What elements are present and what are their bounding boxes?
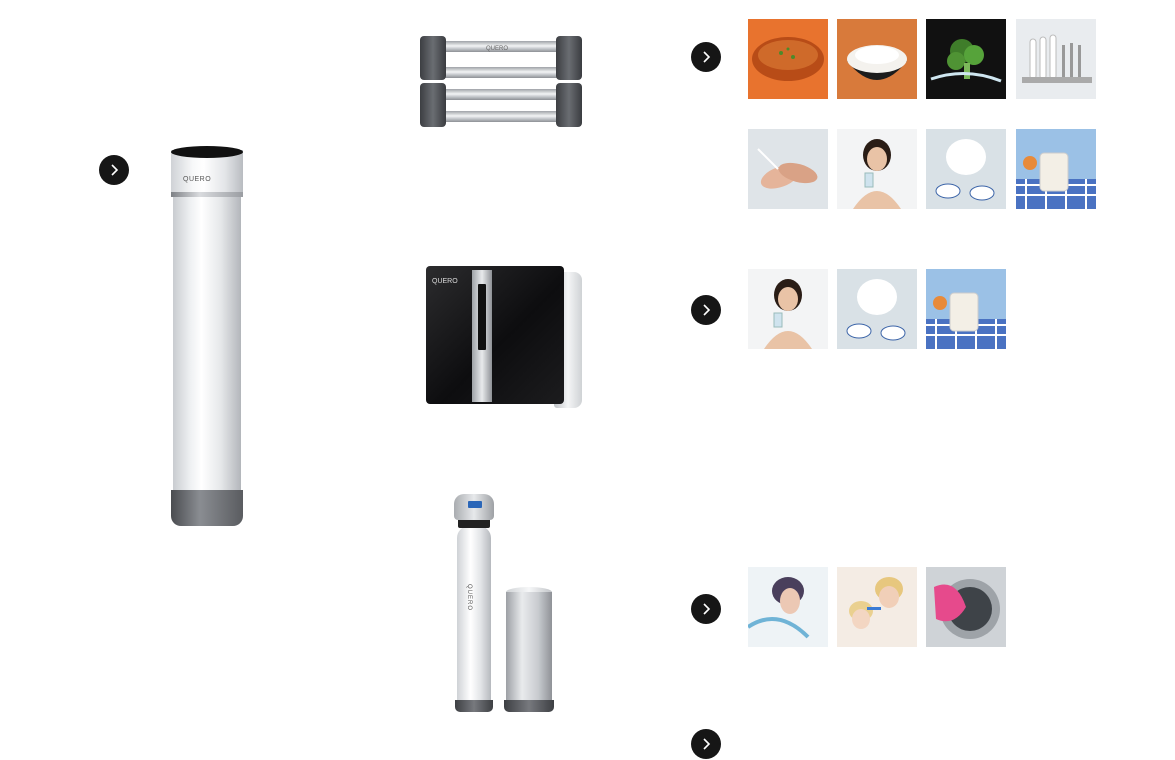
thumb-washing-hands[interactable]: [748, 129, 828, 209]
pipe-end-block: [420, 36, 446, 80]
thumb-kettle-cups[interactable]: [926, 129, 1006, 209]
pipe-filter-image[interactable]: QUERO: [418, 33, 584, 129]
purifier-brand-label: QUERO: [183, 176, 212, 183]
purifier-body: [173, 197, 241, 492]
tall-purifier-arrow-button[interactable]: [99, 155, 129, 185]
chevron-right-icon: [703, 304, 711, 316]
chevron-right-icon: [703, 738, 711, 750]
thumb-milk-pour[interactable]: [926, 269, 1006, 349]
purifier-cap: [171, 146, 243, 158]
chevron-right-icon: [111, 164, 119, 176]
thumb-kettle-cups[interactable]: [837, 269, 917, 349]
pipe-end-block: [556, 83, 582, 127]
bathing-row-arrow-button[interactable]: [691, 594, 721, 624]
softener-screen: [468, 501, 482, 508]
pipe: [438, 111, 564, 122]
ro-purifier-image[interactable]: QUERO: [426, 266, 586, 411]
tall-purifier-image[interactable]: QUERO: [171, 146, 243, 526]
pipe-brand-label: QUERO: [486, 46, 509, 52]
kitchen-row-arrow-button[interactable]: [691, 42, 721, 72]
brine-tank-base: [504, 700, 554, 712]
pipe-end-block: [420, 83, 446, 127]
resin-tank-base: [455, 700, 493, 712]
thumb-milk-pour[interactable]: [1016, 129, 1096, 209]
thumb-hair-splash[interactable]: [748, 567, 828, 647]
thumb-dish-rack[interactable]: [1016, 19, 1096, 99]
thumb-soup-bowl[interactable]: [748, 19, 828, 99]
ro-brand-label: QUERO: [432, 278, 458, 285]
thumb-washing-machine[interactable]: [926, 567, 1006, 647]
thumb-broccoli-splash[interactable]: [926, 19, 1006, 99]
ro-center-stripe: [472, 270, 492, 402]
thumb-tooth-brushing[interactable]: [837, 567, 917, 647]
pipe: [438, 41, 564, 52]
chevron-right-icon: [703, 603, 711, 615]
softener-arrow-button[interactable]: [691, 729, 721, 759]
brine-tank: [506, 592, 552, 702]
softener-control-head: [454, 494, 494, 520]
chevron-right-icon: [703, 51, 711, 63]
ro-front-panel: QUERO: [426, 266, 564, 404]
drinking-row-arrow-button[interactable]: [691, 295, 721, 325]
pipe: [438, 89, 564, 100]
ro-display-slot: [478, 284, 486, 350]
softener-brand-label: QUERO: [466, 584, 472, 612]
softener-neck: [458, 518, 490, 528]
purifier-base: [171, 490, 243, 526]
thumb-woman-drinking[interactable]: [837, 129, 917, 209]
purifier-ring: [171, 192, 243, 197]
resin-tank: [457, 526, 491, 702]
pipe-end-block: [556, 36, 582, 80]
thumb-woman-drinking[interactable]: [748, 269, 828, 349]
water-softener-image[interactable]: QUERO: [452, 494, 556, 716]
thumb-rice-bowl[interactable]: [837, 19, 917, 99]
pipe: [438, 67, 564, 78]
